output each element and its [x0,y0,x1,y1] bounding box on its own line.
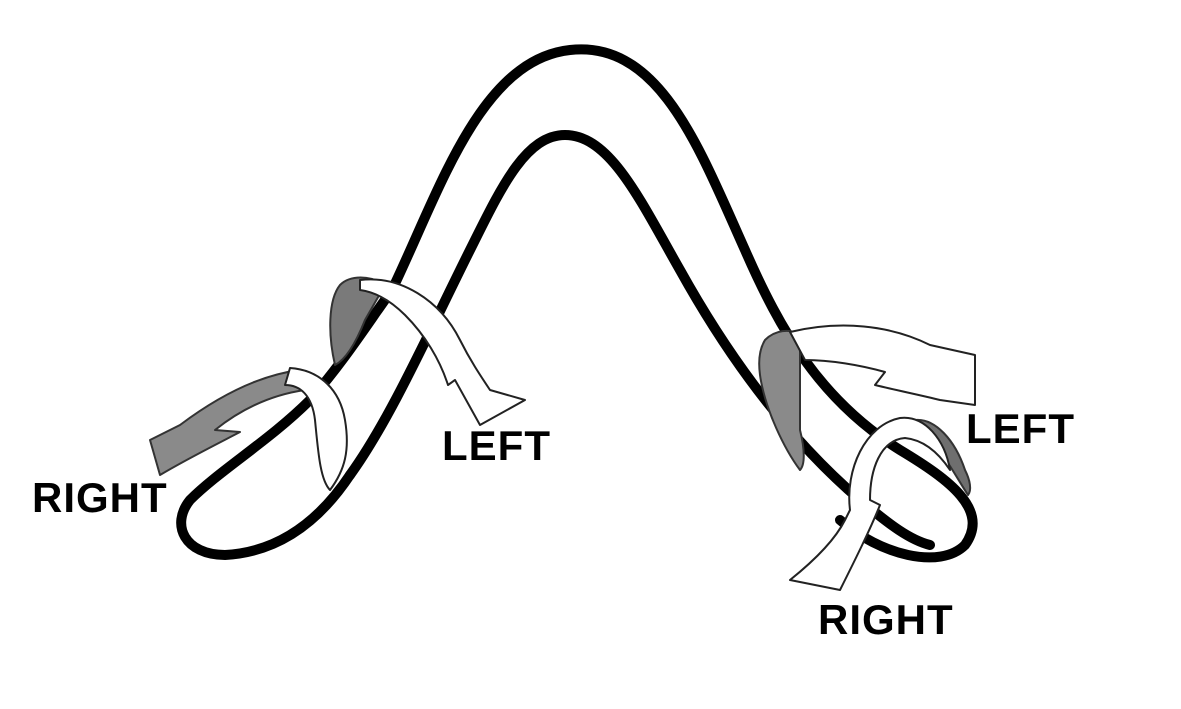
left-lower-arrow [149,367,348,491]
left-lower-arrow-body [284,367,348,491]
left-lower-arrow-shadow [149,369,306,476]
rope-outer-left-tail [176,285,397,560]
rope-outer-line [387,44,978,563]
right-upper-arrow-shadow [758,329,805,471]
label-right-right-loop: RIGHT [818,596,954,643]
right-upper-arrow-body [789,324,976,406]
left-upper-arrow-shadow [329,276,386,366]
right-lower-arrow-body [789,416,951,591]
left-upper-arrow-body [359,278,526,426]
right-lower-arrow [789,416,972,591]
label-left-right-loop: LEFT [966,405,1075,452]
label-left-left-loop: LEFT [442,422,551,469]
right-upper-arrow [758,324,976,471]
label-right-left-loop: RIGHT [32,474,168,521]
left-upper-arrow [329,276,526,426]
